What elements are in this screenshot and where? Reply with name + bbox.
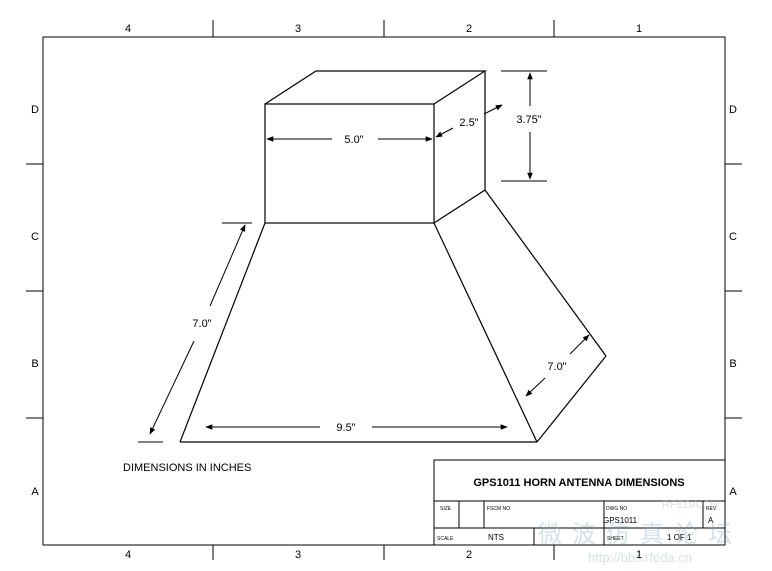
zone-right-d: D	[729, 104, 737, 116]
dim-right-slant-label: 7.0"	[547, 361, 566, 373]
zone-ticks	[26, 20, 742, 560]
zone-top-2: 2	[466, 23, 472, 35]
size-label: SIZE	[440, 506, 452, 512]
rev-label: REV	[706, 506, 717, 512]
zone-right-c: C	[729, 231, 737, 243]
fscm-label: FSCM NO	[487, 506, 510, 512]
dim-box-width-label: 5.0"	[344, 134, 363, 146]
zone-top-1: 1	[636, 23, 642, 35]
dim-bottom-width-label: 9.5"	[336, 422, 355, 434]
site-watermark: RFEDA.CN 微波仿真论坛 http://bbs.rfeda.cn	[538, 499, 742, 565]
zone-bottom-3: 3	[295, 549, 301, 561]
units-note: DIMENSIONS IN INCHES	[123, 462, 251, 474]
rev-value: A	[708, 516, 714, 525]
scale-label: SCALE	[437, 536, 454, 542]
scale-value: NTS	[488, 533, 504, 542]
sheet-value: 1 OF 1	[667, 533, 692, 542]
dim-right-slant-bottom-arrow	[525, 377, 546, 397]
dwg-no-label: DWG NO	[606, 506, 627, 512]
zone-bottom-4: 4	[125, 549, 131, 561]
dim-box-depth-right-arrow	[483, 104, 503, 115]
title-block	[433, 459, 726, 546]
zone-bottom-1: 1	[636, 549, 642, 561]
horn-antenna-outline	[179, 70, 607, 443]
dim-left-slant-label: 7.0"	[192, 318, 211, 330]
zone-right-b: B	[729, 358, 736, 370]
dim-left-slant-top-arrow	[209, 224, 246, 307]
zone-left-a: A	[31, 486, 39, 498]
zone-left-d: D	[31, 104, 39, 116]
zone-top-3: 3	[295, 23, 301, 35]
watermark-url: http://bbs.rfeda.cn	[588, 550, 692, 565]
dim-box-depth-label: 2.5"	[459, 117, 478, 129]
dim-box-depth-left-arrow	[435, 127, 454, 138]
zone-left-b: B	[31, 358, 38, 370]
drawing-title: GPS1011 HORN ANTENNA DIMENSIONS	[473, 477, 684, 489]
watermark-logo: RFEDA.CN	[662, 499, 718, 511]
dim-left-slant-bottom-arrow	[149, 340, 195, 435]
zone-bottom-2: 2	[466, 549, 472, 561]
sheet-label: SHEET	[607, 536, 624, 542]
watermark-text: 微波仿真论坛	[538, 521, 742, 548]
zone-left-c: C	[31, 231, 39, 243]
dwg-no-value: GPS1011	[603, 516, 638, 525]
dim-right-slant-top-arrow	[569, 334, 590, 355]
zone-right-a: A	[729, 486, 737, 498]
dim-box-height-label: 3.75"	[516, 114, 541, 126]
zone-top-4: 4	[125, 23, 131, 35]
